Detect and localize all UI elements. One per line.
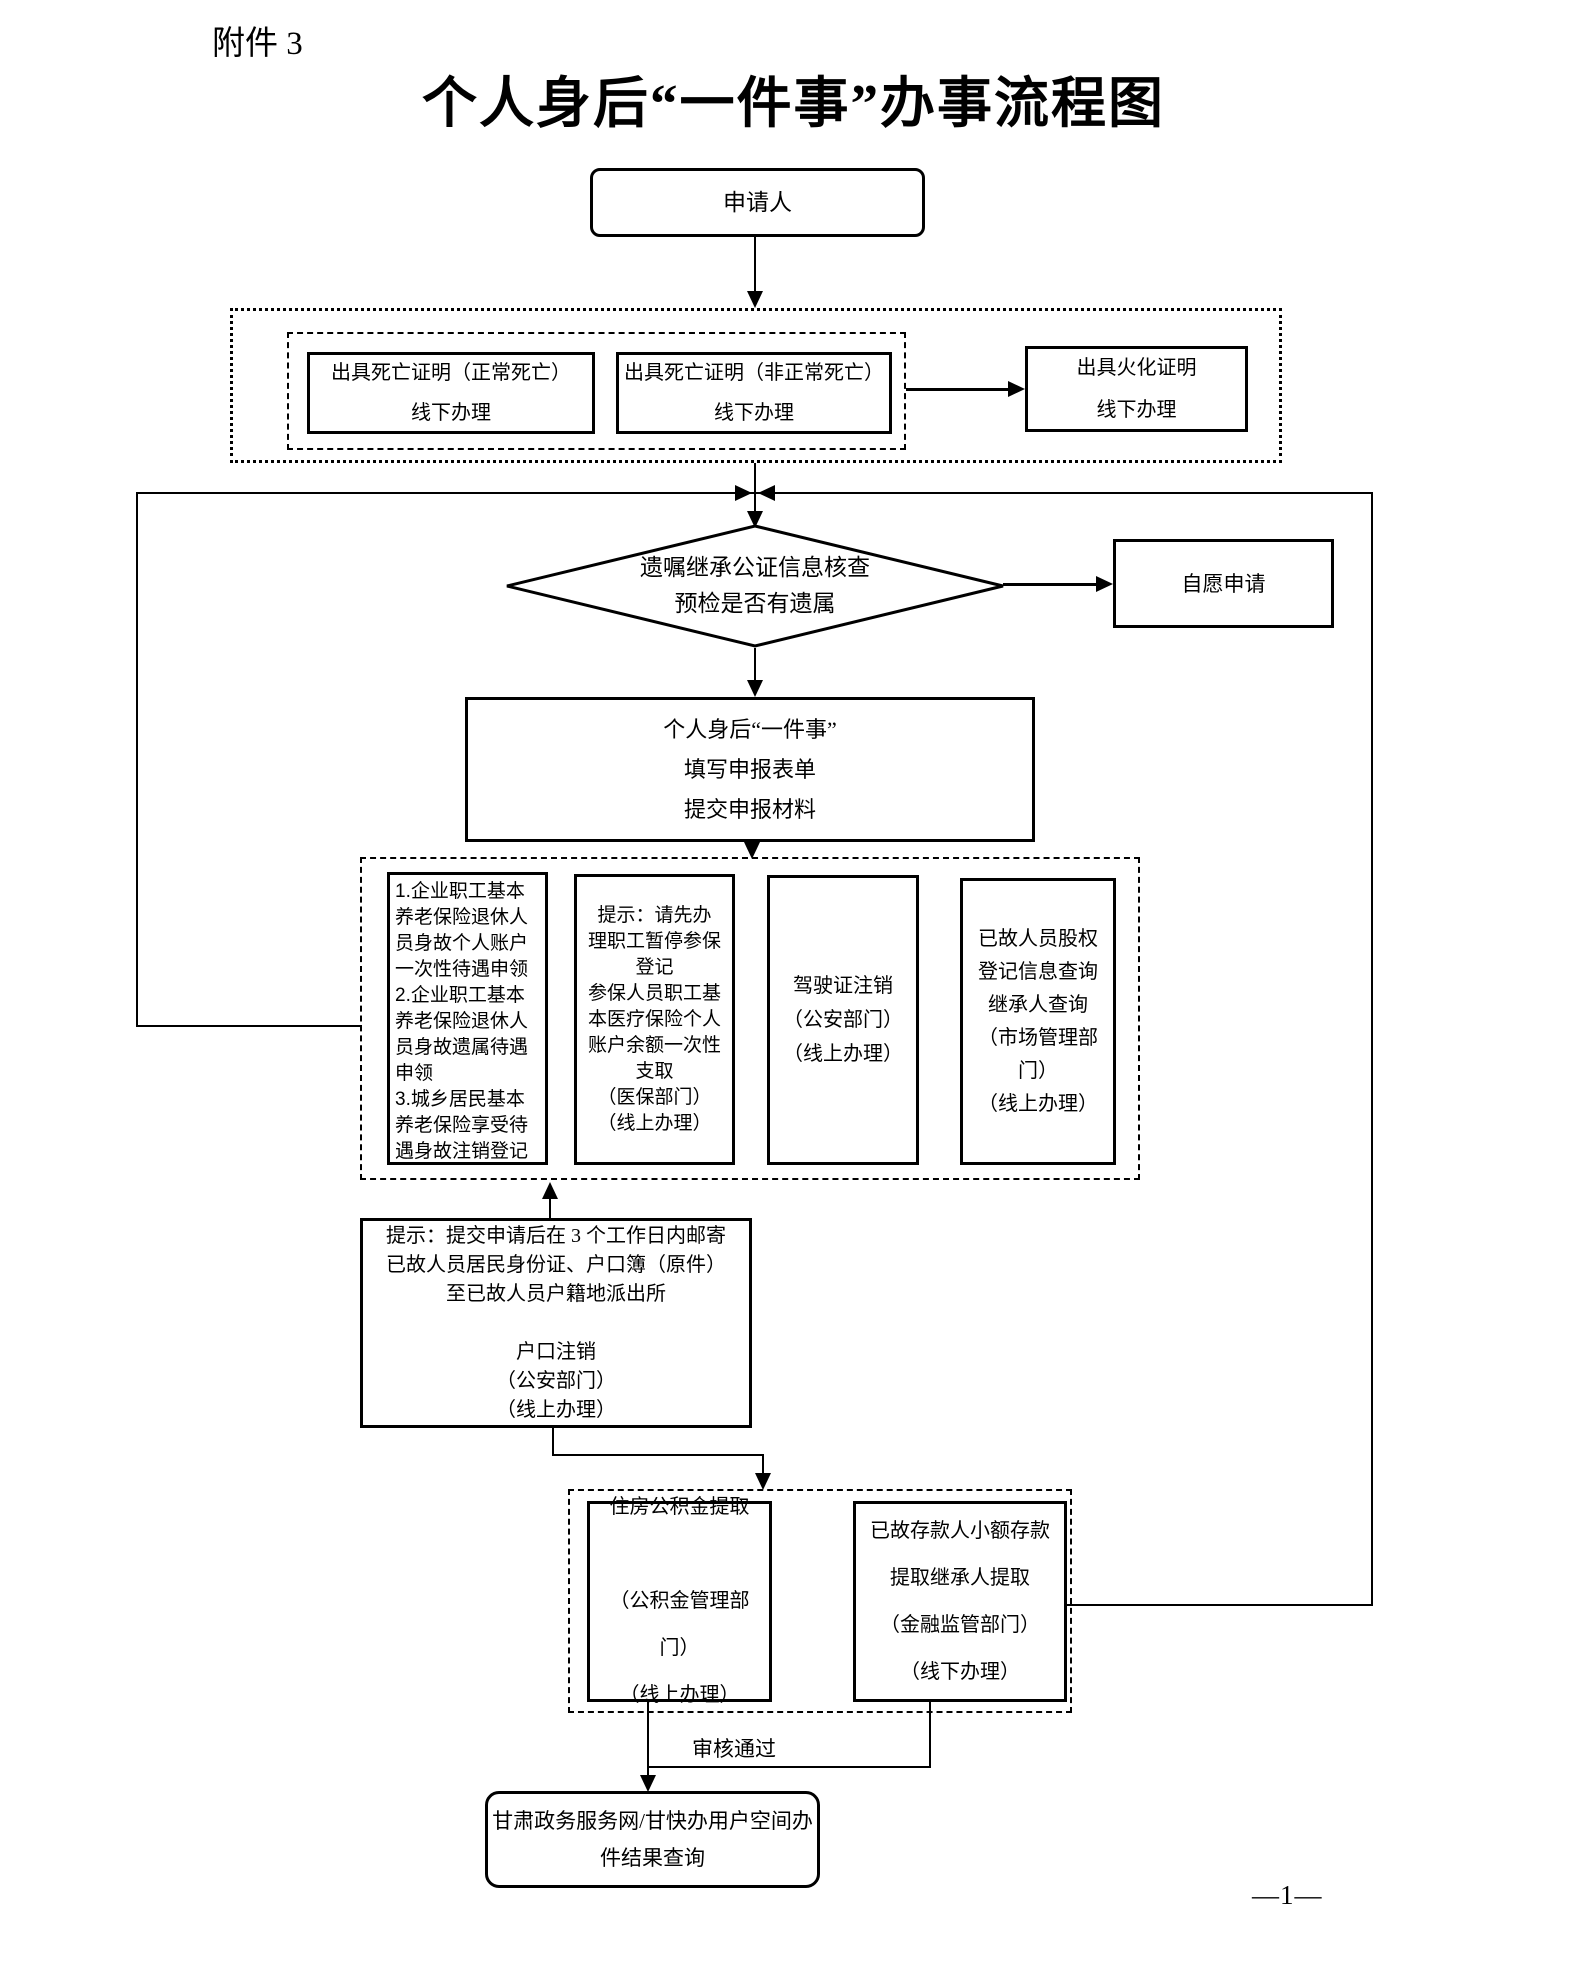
- node-household-cancel-label: 提示：提交申请后在 3 个工作日内邮寄 已故人员居民身份证、户口簿（原件） 至已…: [386, 1224, 726, 1421]
- node-voluntary-apply: 自愿申请: [1113, 539, 1334, 628]
- edge-applicant-down-line: [754, 237, 756, 294]
- edge-decision-to-declare-arrowhead: [747, 680, 763, 697]
- page-title: 个人身后“一件事”办事流程图: [421, 73, 1165, 134]
- edge-deposit-down-line: [929, 1702, 931, 1768]
- loop-left-vline: [136, 492, 138, 1027]
- node-death-cert-abnormal-label: 出具死亡证明（非正常死亡） 线下办理: [624, 362, 884, 424]
- edge-approved-label: 审核通过: [692, 1737, 776, 1761]
- loop-right-vline: [1371, 492, 1373, 1606]
- node-equity-query-label: 已故人员股权 登记信息查询 继承人查询 （市场管理部门） （线上办理）: [978, 927, 1098, 1115]
- node-equity-query: 已故人员股权 登记信息查询 继承人查询 （市场管理部门） （线上办理）: [960, 878, 1116, 1165]
- edge-decision-to-declare-line: [754, 648, 756, 682]
- node-housing-fund: 住房公积金提取 （公积金管理部门） （线上办理）: [587, 1496, 772, 1706]
- node-medical-tip-label: 提示：请先办 理职工暂停参保 登记 参保人员职工基 本医疗保险个人 账户余额一次…: [587, 904, 721, 1134]
- certs-stage-container: [230, 308, 1282, 463]
- edge-funds-to-result-arrowhead: [640, 1775, 656, 1792]
- loop-left-hline: [136, 1025, 362, 1027]
- edge-declare-to-items-arrowhead: [744, 842, 760, 859]
- node-death-cert-normal-label: 出具死亡证明（正常死亡） 线下办理: [331, 362, 571, 424]
- decision-diamond-label: 遗嘱继承公证信息核查 预检是否有遗属: [640, 555, 870, 616]
- edge-certs-to-decision-arrowhead: [747, 511, 763, 528]
- node-license-cancel: 驾驶证注销 （公安部门） （线上办理）: [767, 875, 919, 1165]
- edge-decision-to-voluntary-arrowhead: [1096, 576, 1113, 592]
- node-license-cancel-label: 驾驶证注销 （公安部门） （线上办理）: [783, 975, 903, 1065]
- node-declare-label: 个人身后“一件事” 填写申报表单 提交申报材料: [663, 716, 837, 822]
- node-voluntary-apply-label: 自愿申请: [1181, 571, 1266, 596]
- edge-cert-to-cremation-arrowhead: [1008, 381, 1025, 397]
- node-result-query-label: 甘肃政务服务网/甘快办用户空间办 件结果查询: [492, 1808, 813, 1870]
- edge-household-down-line2: [552, 1454, 764, 1456]
- edge-certs-to-decision-line: [754, 463, 756, 525]
- loop-right-arrowhead: [758, 485, 775, 501]
- node-declare: 个人身后“一件事” 填写申报表单 提交申报材料: [465, 697, 1035, 842]
- funds-stage-container: [568, 1489, 1072, 1713]
- death-certs-container: [287, 332, 906, 450]
- loop-right-hline: [1066, 1604, 1373, 1606]
- attachment-label: 附件 3: [212, 26, 303, 62]
- node-household-cancel: 提示：提交申请后在 3 个工作日内邮寄 已故人员居民身份证、户口簿（原件） 至已…: [360, 1218, 752, 1428]
- edge-merge-hline: [647, 1766, 931, 1768]
- node-cremation-cert-label: 出具火化证明 线下办理: [1076, 357, 1197, 421]
- node-small-deposit-label: 已故存款人小额存款 提取继承人提取 （金融监管部门） （线下办理）: [870, 1519, 1050, 1683]
- node-housing-fund-label: 住房公积金提取 （公积金管理部门） （线上办理）: [609, 1496, 750, 1706]
- parallel-items-container: [360, 857, 1140, 1180]
- node-death-cert-abnormal: 出具死亡证明（非正常死亡） 线下办理: [616, 352, 892, 434]
- node-pension-items: 1.企业职工基本 养老保险退休人 员身故个人账户 一次性待遇申领 2.企业职工基…: [387, 872, 548, 1165]
- edge-applicant-down-arrowhead: [747, 291, 763, 308]
- node-pension-items-label: 1.企业职工基本 养老保险退休人 员身故个人账户 一次性待遇申领 2.企业职工基…: [395, 881, 529, 1162]
- page-number: —1—: [1252, 1880, 1323, 1910]
- node-applicant-label: 申请人: [723, 189, 792, 215]
- edge-household-down-arrowhead: [755, 1473, 771, 1490]
- node-medical-tip: 提示：请先办 理职工暂停参保 登记 参保人员职工基 本医疗保险个人 账户余额一次…: [574, 874, 735, 1165]
- node-result-query: 甘肃政务服务网/甘快办用户空间办 件结果查询: [485, 1791, 820, 1888]
- edge-household-up-line: [549, 1196, 551, 1218]
- edge-cert-to-cremation-line: [906, 388, 1010, 391]
- node-death-cert-normal: 出具死亡证明（正常死亡） 线下办理: [307, 352, 595, 434]
- edge-household-down-line1: [552, 1428, 554, 1456]
- edge-household-down-line3: [762, 1454, 764, 1476]
- loop-left-arrowhead: [735, 485, 752, 501]
- node-cremation-cert: 出具火化证明 线下办理: [1025, 346, 1248, 432]
- edge-decision-to-voluntary-line: [1003, 583, 1099, 586]
- node-small-deposit: 已故存款人小额存款 提取继承人提取 （金融监管部门） （线下办理）: [853, 1501, 1067, 1702]
- edge-funds-to-result-line: [647, 1702, 649, 1785]
- loop-top-line: [137, 492, 1373, 494]
- edge-household-up-arrowhead: [542, 1182, 558, 1199]
- decision-diamond-shape: [506, 524, 1004, 648]
- node-applicant: 申请人: [590, 168, 925, 237]
